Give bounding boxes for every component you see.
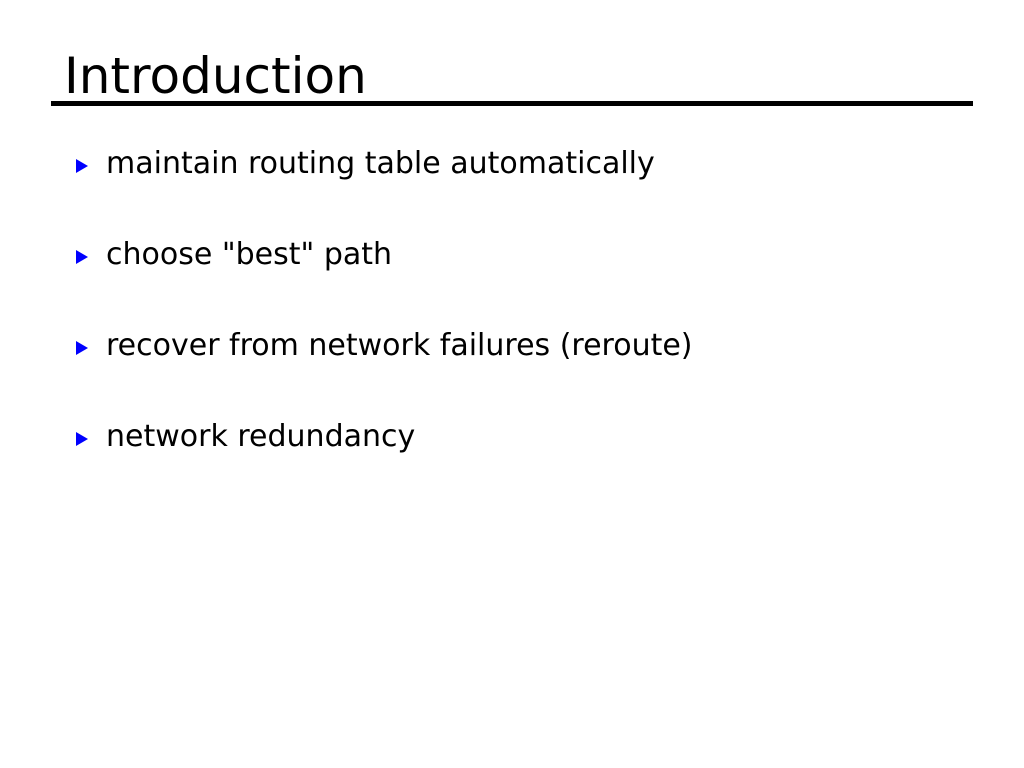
list-item: network redundancy bbox=[76, 421, 976, 512]
title-divider bbox=[51, 101, 973, 106]
page-title: Introduction bbox=[64, 47, 367, 105]
list-item-label: recover from network failures (reroute) bbox=[106, 328, 693, 363]
list-item: recover from network failures (reroute) bbox=[76, 330, 976, 421]
bullet-list: maintain routing table automatically cho… bbox=[76, 148, 976, 512]
triangle-right-icon bbox=[76, 250, 88, 264]
triangle-right-icon bbox=[76, 341, 88, 355]
list-item: choose "best" path bbox=[76, 239, 976, 330]
list-item-label: choose "best" path bbox=[106, 237, 393, 272]
list-item-label: maintain routing table automatically bbox=[106, 146, 655, 181]
triangle-right-icon bbox=[76, 432, 88, 446]
triangle-right-icon bbox=[76, 159, 88, 173]
list-item-label: network redundancy bbox=[106, 419, 416, 454]
list-item: maintain routing table automatically bbox=[76, 148, 976, 239]
